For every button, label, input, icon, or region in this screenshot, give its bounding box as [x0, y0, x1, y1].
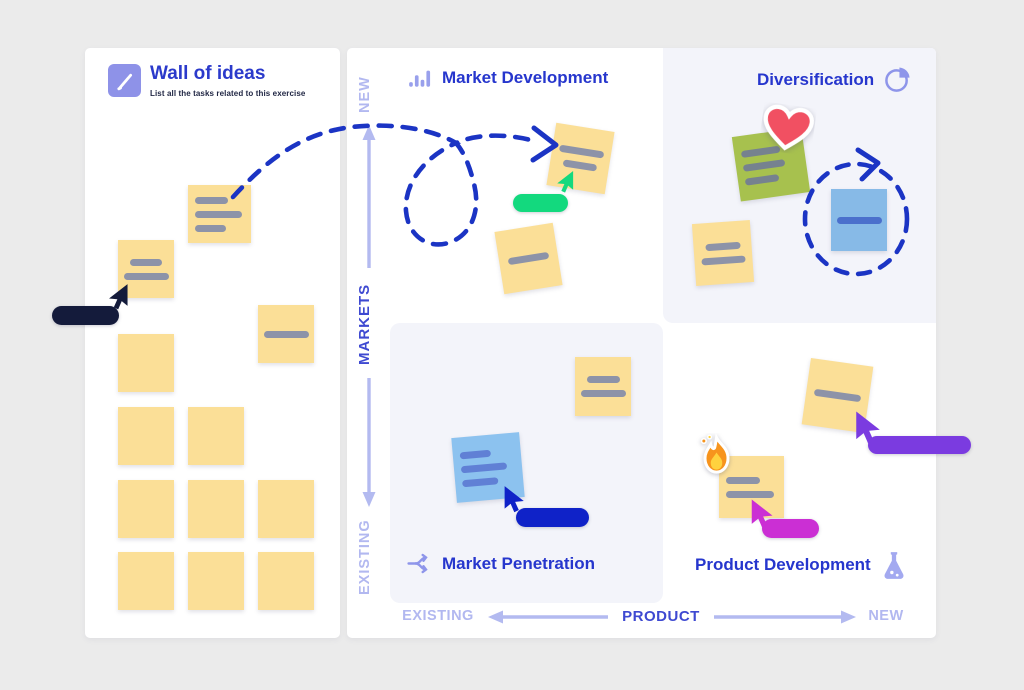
cursor-name-tag	[52, 306, 119, 325]
note-line	[726, 476, 760, 484]
product-axis-new-label: NEW	[868, 608, 904, 624]
wall-title: Wall of ideas	[150, 63, 266, 84]
wall-of-ideas-header: Wall of ideas List all the tasks related…	[108, 63, 306, 98]
product-axis-existing-label: EXISTING	[402, 608, 474, 624]
pencil-glyph	[117, 73, 133, 91]
bar-chart-icon	[409, 70, 431, 87]
markets-axis-new-label: NEW	[357, 76, 373, 114]
note-line	[462, 477, 499, 488]
wall-subtitle: List all the tasks related to this exerc…	[150, 88, 306, 98]
cursor-pointer-icon	[504, 486, 524, 513]
note-line	[507, 251, 550, 266]
cursor-name-tag	[516, 508, 589, 527]
branch-arrows-icon	[407, 553, 428, 574]
note-line	[123, 272, 169, 280]
sticky-note[interactable]	[719, 456, 784, 518]
pencil-icon	[108, 64, 141, 97]
product-development-title: Product Development	[695, 550, 907, 580]
sticky-note[interactable]	[831, 189, 887, 251]
heart-sticker[interactable]	[758, 102, 817, 157]
sticky-note[interactable]	[188, 185, 251, 243]
note-line	[195, 210, 242, 218]
note-line	[813, 388, 862, 403]
sticky-note[interactable]	[188, 552, 244, 610]
market-penetration-title: Market Penetration	[406, 551, 595, 576]
pie-chart-icon	[885, 67, 910, 92]
sticky-note[interactable]	[118, 407, 174, 465]
cursor-pointer-icon	[557, 171, 574, 193]
note-line	[459, 449, 492, 460]
sticky-note[interactable]	[691, 220, 755, 286]
fire-sticker[interactable]	[693, 433, 740, 479]
sticky-note[interactable]	[258, 305, 314, 363]
diversification-title: Diversification	[757, 66, 911, 93]
note-line	[726, 490, 774, 498]
market-development-label: Market Development	[442, 67, 609, 87]
sticky-note[interactable]	[188, 480, 244, 538]
wall-header-text: Wall of ideas List all the tasks related…	[150, 63, 306, 98]
sticky-note[interactable]	[575, 357, 631, 416]
sticky-note[interactable]	[118, 334, 174, 392]
sticky-note[interactable]	[118, 240, 174, 298]
note-line	[460, 462, 508, 474]
note-line	[836, 216, 882, 224]
note-line	[195, 224, 226, 232]
sticky-note[interactable]	[118, 480, 174, 538]
sticky-note[interactable]	[494, 222, 563, 295]
market-development-title: Market Development	[407, 66, 608, 89]
cursor-pointer-icon	[751, 499, 773, 528]
note-line	[742, 159, 786, 172]
cursor-name-tag	[513, 194, 568, 212]
diversification-label: Diversification	[757, 69, 875, 89]
markets-axis-label: MARKETS	[356, 283, 373, 365]
cursor-pointer-icon	[856, 411, 880, 444]
sticky-note[interactable]	[118, 552, 174, 610]
cursor-name-tag	[868, 436, 971, 454]
note-line	[580, 390, 626, 397]
note-line	[586, 376, 620, 383]
cursor-name-tag	[762, 519, 819, 538]
product-axis-label: PRODUCT	[622, 608, 700, 625]
note-line	[704, 241, 741, 251]
sticky-note[interactable]	[258, 552, 314, 610]
markets-axis-existing-label: EXISTING	[357, 519, 373, 595]
cursor-pointer-icon	[109, 284, 128, 310]
sticky-note[interactable]	[188, 407, 244, 465]
note-line	[263, 330, 309, 338]
note-line	[701, 254, 746, 266]
note-line	[744, 174, 780, 186]
sticky-note[interactable]	[258, 480, 314, 538]
note-line	[130, 258, 162, 266]
note-line	[558, 144, 605, 159]
note-line	[195, 196, 228, 204]
product-development-label: Product Development	[695, 555, 871, 574]
market-penetration-label: Market Penetration	[442, 553, 596, 573]
flask-icon	[884, 552, 904, 579]
